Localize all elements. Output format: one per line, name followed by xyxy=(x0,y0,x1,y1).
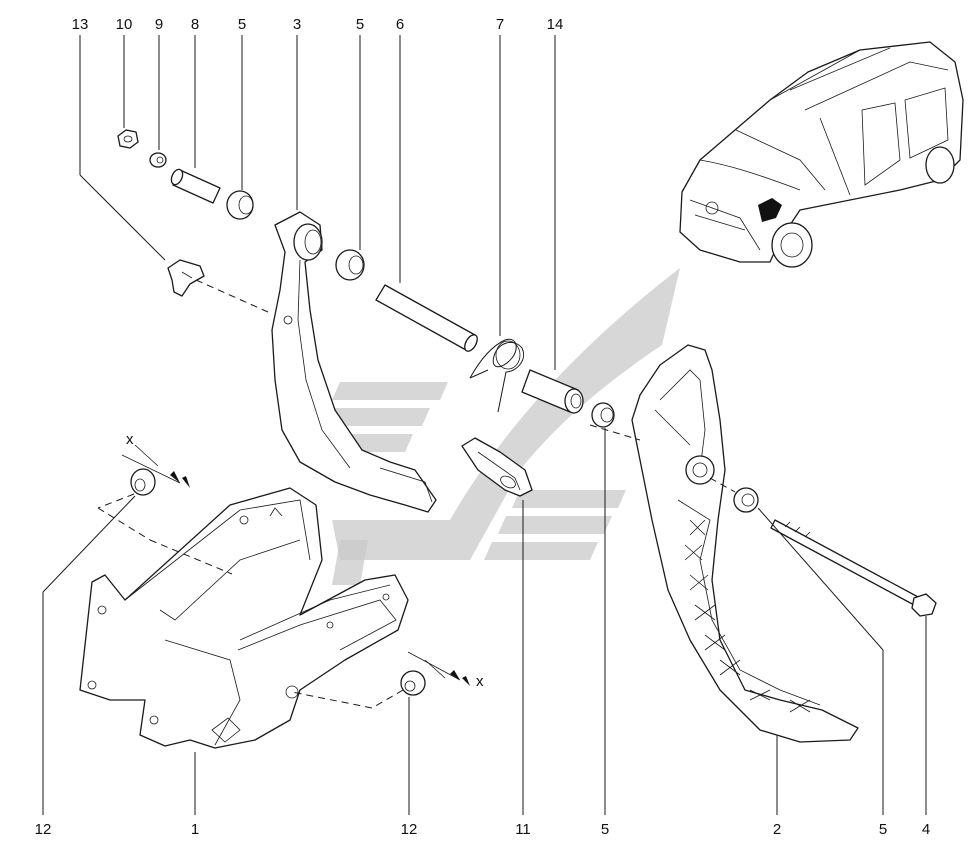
callout-5-far: 5 xyxy=(879,821,887,838)
callout-7: 7 xyxy=(496,16,504,33)
callout-12-left: 12 xyxy=(35,821,52,838)
callout-3: 3 xyxy=(293,16,301,33)
nut-10 xyxy=(117,129,139,149)
bushing-5-mid xyxy=(335,249,365,281)
callout-1: 1 xyxy=(191,821,199,838)
accelerator-pedal-2 xyxy=(631,344,859,743)
callout-13: 13 xyxy=(72,16,89,33)
dimension-label-right: x xyxy=(476,673,484,690)
bolt-4 xyxy=(770,519,937,617)
callout-2: 2 xyxy=(773,821,781,838)
nut-12-left xyxy=(130,468,156,496)
clutch-pedal-3 xyxy=(271,211,437,513)
bushing-5-far-right xyxy=(733,487,759,513)
callout-10: 10 xyxy=(116,16,133,33)
assembly-lines xyxy=(97,279,736,709)
callout-6: 6 xyxy=(396,16,404,33)
pedal-bracket-1 xyxy=(79,487,409,749)
callout-5-bottom: 5 xyxy=(601,821,609,838)
callout-8: 8 xyxy=(191,16,199,33)
axle-6 xyxy=(375,284,478,352)
nut-12-right xyxy=(400,670,426,696)
washer-9 xyxy=(149,152,167,168)
sleeve-8 xyxy=(170,168,221,204)
dimension-label-left: x xyxy=(126,431,134,448)
spring-7 xyxy=(469,338,524,413)
dimension-mark-left: x xyxy=(121,431,190,488)
car-thumbnail xyxy=(679,41,964,268)
sleeve-14 xyxy=(521,369,584,414)
callout-12-right: 12 xyxy=(401,821,418,838)
bushing-5-right xyxy=(591,402,615,428)
leader-lines xyxy=(42,35,927,815)
callout-4: 4 xyxy=(922,821,930,838)
callout-5: 5 xyxy=(238,16,246,33)
clip-13 xyxy=(167,259,205,297)
watermark-logo xyxy=(297,268,680,585)
bushing-5-top xyxy=(226,190,254,220)
callouts-top: 13 10 9 8 5 3 5 6 7 14 xyxy=(72,16,564,33)
callouts-bottom: 12 1 12 11 5 2 5 4 xyxy=(35,821,931,838)
callout-9: 9 xyxy=(155,16,163,33)
callout-14: 14 xyxy=(547,16,564,33)
pedal-pad-11 xyxy=(461,437,533,497)
callout-5-mid: 5 xyxy=(356,16,364,33)
dimension-mark-right: x xyxy=(407,651,484,690)
callout-11: 11 xyxy=(515,821,531,838)
